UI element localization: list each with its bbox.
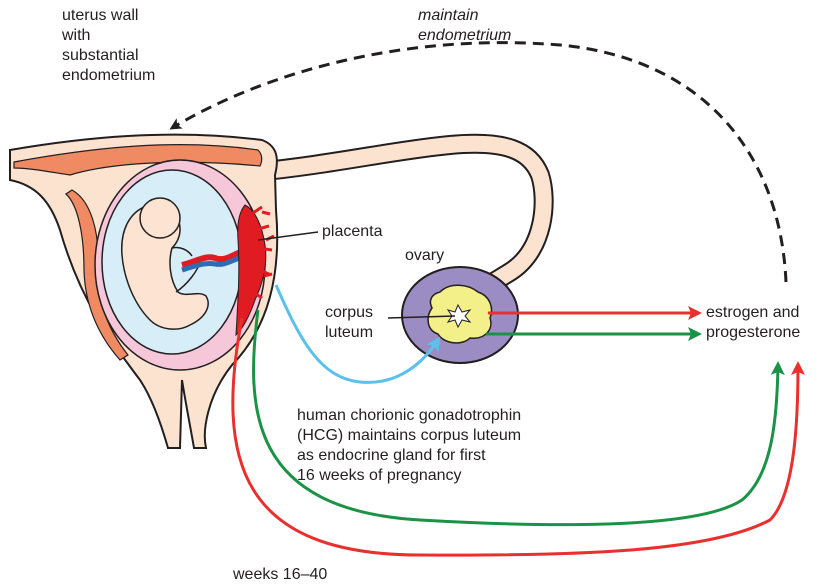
ovary-label: ovary <box>405 246 444 266</box>
corpus-luteum <box>428 285 491 343</box>
corpus-luteum-label: corpus luteum <box>325 303 373 343</box>
weeks-label: weeks 16–40 <box>233 565 327 585</box>
hcg-label: human chorionic gonadotrophin (HCG) main… <box>297 406 521 486</box>
hormones-label: estrogen and progesterone <box>706 303 800 343</box>
uterus-wall-label: uterus wall with substantial endometrium <box>62 6 155 86</box>
fallopian-tube <box>255 144 544 294</box>
maintain-endometrium-label: maintain endometrium <box>418 6 511 46</box>
placenta-label: placenta <box>322 222 383 242</box>
